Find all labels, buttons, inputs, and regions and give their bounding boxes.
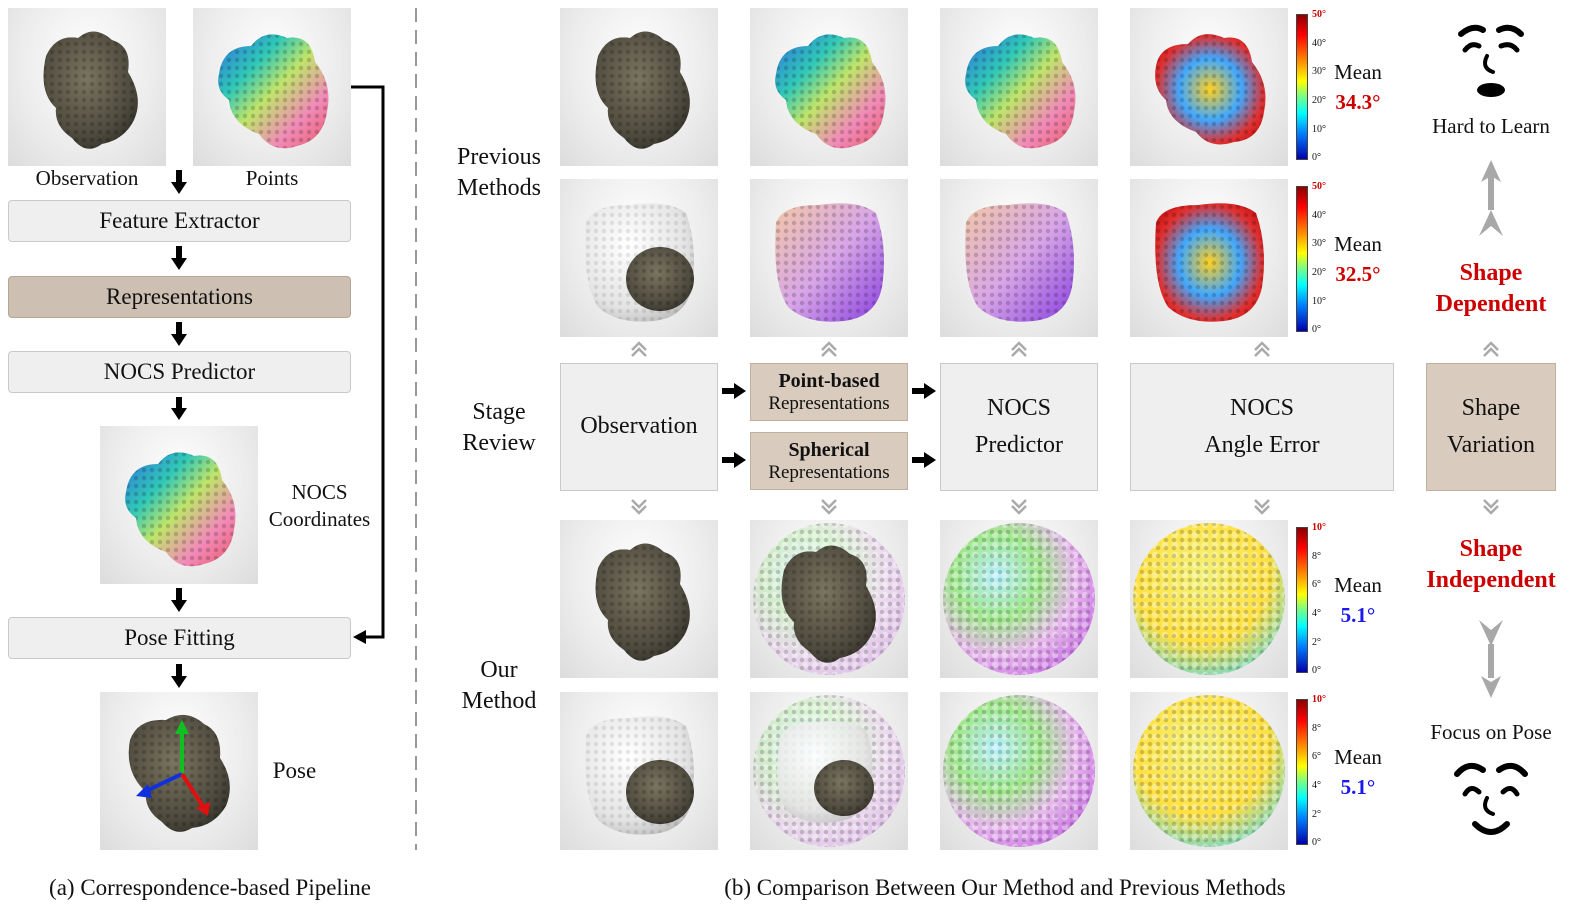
cb4-tick-4: 2°: [1312, 809, 1321, 820]
our-method-label-1: Our: [480, 657, 518, 683]
angle-error-line2: Angle Error: [1204, 432, 1320, 458]
hard-to-learn-label: Hard to Learn: [1432, 114, 1550, 138]
nocs-predictor-box: NOCS Predictor: [8, 351, 351, 393]
pose-label: Pose: [272, 758, 317, 783]
cb3-tick-2: 6°: [1312, 579, 1321, 590]
points-image: [193, 8, 351, 166]
sad-face-icon: [1458, 24, 1524, 97]
ours-sphere-rep-1: [750, 520, 908, 678]
mean-label-2: Mean: [1334, 232, 1382, 256]
nocs-coordinates-image: [100, 426, 258, 584]
focus-on-pose-label: Focus on Pose: [1430, 720, 1552, 744]
ours-error-2: [1130, 692, 1288, 850]
cb4-tick-3: 4°: [1312, 780, 1321, 791]
prev-nocs-2: [940, 179, 1098, 337]
cb4-tick-0: 10°: [1312, 694, 1326, 705]
spherical-subtitle: Representations: [768, 461, 890, 483]
colorbar-ours-2: [1296, 699, 1308, 845]
shape-dependent-line2: Dependent: [1435, 291, 1547, 317]
cb4-tick-1: 8°: [1312, 723, 1321, 734]
colorbar-prev-2: [1296, 186, 1308, 332]
cb1-tick-0: 50°: [1312, 9, 1326, 20]
feature-extractor-box: Feature Extractor: [8, 200, 351, 242]
cb4-tick-2: 6°: [1312, 751, 1321, 762]
prev-points-2: [750, 179, 908, 337]
mean-value-3: 5.1°: [1340, 603, 1376, 627]
nocs-predictor-line2: Predictor: [975, 432, 1063, 458]
cb2-tick-0: 50°: [1312, 181, 1326, 192]
cb1-tick-5: 0°: [1312, 152, 1321, 163]
ours-sphere-rep-2: [750, 692, 908, 850]
prev-obs-1: [560, 8, 718, 166]
shape-variation-line1: Shape: [1461, 394, 1521, 421]
mean-value-4: 5.1°: [1340, 775, 1376, 799]
observation-image: [8, 8, 166, 166]
shape-independent-line2: Independent: [1426, 567, 1556, 593]
shape-independent-line1: Shape: [1459, 536, 1523, 562]
previous-methods-label-1: Previous: [457, 144, 541, 170]
cb1-tick-3: 20°: [1312, 95, 1326, 106]
cb2-tick-4: 10°: [1312, 296, 1326, 307]
spherical-title: Spherical: [788, 438, 870, 461]
cb1-tick-1: 40°: [1312, 38, 1326, 49]
cb2-tick-5: 0°: [1312, 324, 1321, 335]
prev-error-1: [1130, 8, 1288, 166]
cb3-tick-4: 2°: [1312, 637, 1321, 648]
cb3-tick-3: 4°: [1312, 608, 1321, 619]
shape-dependent-line1: Shape: [1459, 260, 1523, 286]
cb3-tick-0: 10°: [1312, 522, 1326, 533]
stage-review-label-1: Stage: [472, 399, 526, 425]
point-based-title: Point-based: [778, 369, 880, 392]
nocs-coordinates-label-2: Coordinates: [268, 507, 371, 531]
mean-label-1: Mean: [1334, 60, 1382, 84]
happy-face-icon: [1454, 762, 1528, 835]
cb2-tick-1: 40°: [1312, 210, 1326, 221]
ours-nocs-1: [940, 520, 1098, 678]
prev-nocs-1: [940, 8, 1098, 166]
ours-nocs-2: [940, 692, 1098, 850]
points-label: Points: [245, 166, 299, 190]
point-based-box: Point-based Representations: [750, 363, 908, 421]
mean-value-2: 32.5°: [1335, 262, 1381, 286]
our-method-label-2: Method: [461, 688, 537, 714]
cb2-tick-3: 20°: [1312, 267, 1326, 278]
prev-obs-2: [560, 179, 718, 337]
pose-fitting-box: Pose Fitting: [8, 617, 351, 659]
point-based-subtitle: Representations: [768, 392, 890, 414]
observation-label: Observation: [35, 166, 139, 190]
prev-points-1: [750, 8, 908, 166]
panel-b-caption: (b) Comparison Between Our Method and Pr…: [724, 875, 1286, 900]
colorbar-prev-1: [1296, 14, 1308, 160]
stage-review-label-2: Review: [462, 430, 536, 456]
colorbar-ours-1: [1296, 527, 1308, 673]
nocs-coordinates-label-1: NOCS: [291, 480, 348, 504]
prev-error-2: [1130, 179, 1288, 337]
mean-value-1: 34.3°: [1335, 90, 1381, 114]
nocs-predictor-line1: NOCS: [986, 394, 1052, 421]
cb1-tick-2: 30°: [1312, 66, 1326, 77]
panel-a-caption: (a) Correspondence-based Pipeline: [49, 875, 371, 900]
mean-label-3: Mean: [1334, 573, 1382, 597]
ours-obs-1: [560, 520, 718, 678]
stage-nocs-predictor-box: NOCS Predictor: [940, 363, 1098, 491]
representations-box: Representations: [8, 276, 351, 318]
cb3-tick-1: 8°: [1312, 551, 1321, 562]
cb3-tick-5: 0°: [1312, 665, 1321, 676]
spherical-box: Spherical Representations: [750, 432, 908, 490]
mean-label-4: Mean: [1334, 745, 1382, 769]
ours-error-1: [1130, 520, 1288, 678]
cb1-tick-4: 10°: [1312, 124, 1326, 135]
cb4-tick-5: 0°: [1312, 837, 1321, 848]
previous-methods-label-2: Methods: [457, 175, 541, 201]
stage-observation-box: Observation: [560, 363, 718, 491]
angle-error-line1: NOCS: [1229, 394, 1295, 421]
cb2-tick-2: 30°: [1312, 238, 1326, 249]
pose-image: [100, 692, 258, 850]
shape-variation-box: Shape Variation: [1426, 363, 1556, 491]
ours-obs-2: [560, 692, 718, 850]
stage-angle-error-box: NOCS Angle Error: [1130, 363, 1394, 491]
shape-variation-line2: Variation: [1447, 432, 1535, 458]
